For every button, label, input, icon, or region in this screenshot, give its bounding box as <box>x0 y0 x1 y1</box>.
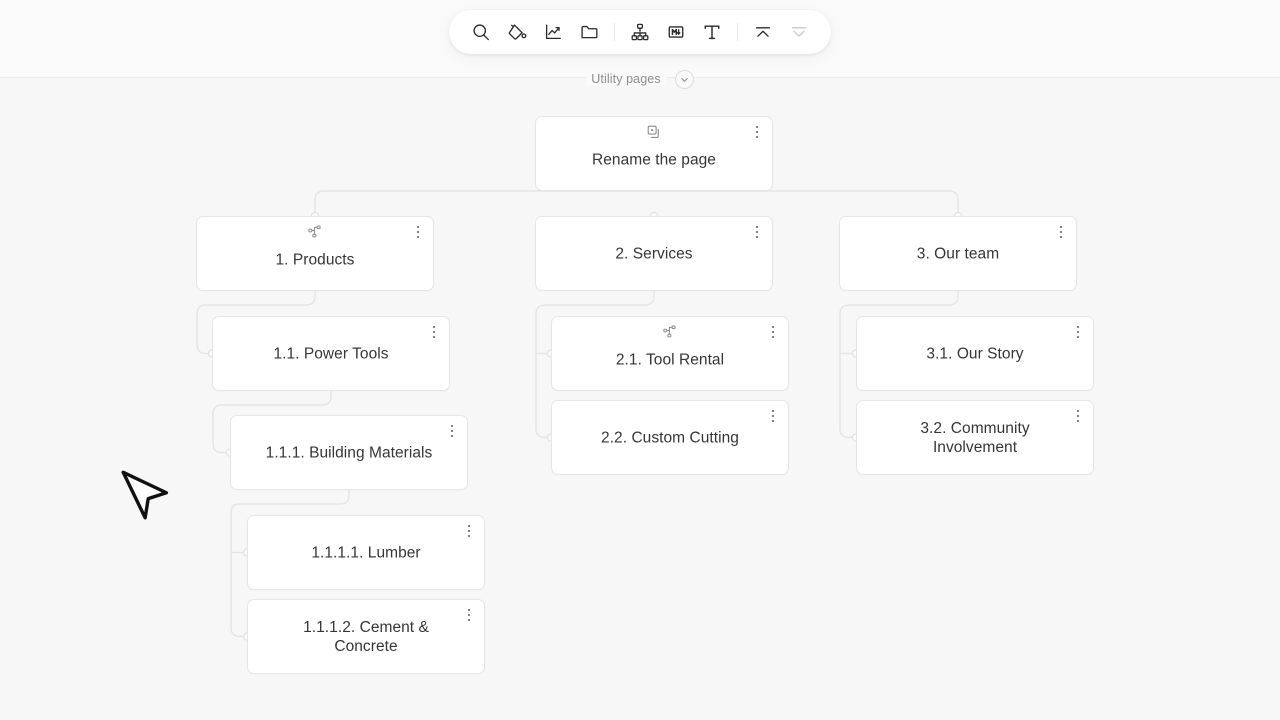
node-menu-icon[interactable] <box>764 406 782 426</box>
search-icon[interactable] <box>463 14 499 50</box>
folder-icon[interactable] <box>571 14 607 50</box>
sitemap-node[interactable]: 1.1. Power Tools <box>212 316 450 391</box>
connector-line <box>196 290 316 355</box>
connector-line <box>535 290 655 439</box>
toolbar-separator <box>737 23 738 41</box>
sitemap-node[interactable]: 3. Our team <box>839 216 1077 291</box>
node-title: 2.2. Custom Cutting <box>601 429 739 446</box>
sitemap-node[interactable]: Rename the page <box>535 116 773 191</box>
node-menu-icon[interactable] <box>409 222 427 242</box>
text-icon[interactable] <box>694 14 730 50</box>
sitemap-node[interactable]: 2. Services <box>535 216 773 291</box>
sitemap-node[interactable]: 3.2. Community Involvement <box>856 400 1094 475</box>
connector-line <box>212 390 332 454</box>
expand-all-icon[interactable] <box>781 14 817 50</box>
sitemap-canvas[interactable]: Rename the page 1. Products 2. Services 3.… <box>0 78 1280 720</box>
markdown-icon[interactable] <box>658 14 694 50</box>
utility-pages-row: Utility pages <box>0 64 1280 94</box>
branch-icon <box>308 225 322 239</box>
sitemap-node[interactable]: 1.1.1.1. Lumber <box>247 515 485 590</box>
node-menu-icon[interactable] <box>1052 222 1070 242</box>
duplicate-icon <box>647 125 661 139</box>
chevron-down-icon[interactable] <box>674 69 694 89</box>
node-menu-icon[interactable] <box>748 222 766 242</box>
node-title: 2. Services <box>615 245 693 262</box>
utility-pages-label: Utility pages <box>586 72 666 86</box>
node-title: 1.1. Power Tools <box>273 345 389 362</box>
branch-icon <box>663 325 677 339</box>
node-title: 3.1. Our Story <box>926 345 1024 362</box>
sitemap-icon[interactable] <box>622 14 658 50</box>
collapse-all-icon[interactable] <box>745 14 781 50</box>
node-title: Rename the page <box>592 151 716 168</box>
node-title: 1.1.1. Building Materials <box>265 444 433 461</box>
node-title: 2.1. Tool Rental <box>615 351 725 368</box>
floating-toolbar <box>449 10 831 54</box>
node-title: 1.1.1.2. Cement & Concrete <box>303 618 429 655</box>
node-title: 1.1.1.1. Lumber <box>311 544 421 561</box>
connector-line <box>839 290 959 439</box>
node-menu-icon[interactable] <box>425 322 443 342</box>
node-menu-icon[interactable] <box>764 322 782 342</box>
analytics-icon[interactable] <box>535 14 571 50</box>
connector-line <box>314 190 959 217</box>
node-menu-icon[interactable] <box>443 421 461 441</box>
sitemap-node[interactable]: 1. Products <box>196 216 434 291</box>
node-menu-icon[interactable] <box>1069 406 1087 426</box>
toolbar-separator <box>614 23 615 41</box>
sitemap-node[interactable]: 1.1.1. Building Materials <box>230 415 468 490</box>
node-title: 3.2. Community Involvement <box>920 419 1030 456</box>
sitemap-node[interactable]: 1.1.1.2. Cement & Concrete <box>247 599 485 674</box>
connector-line <box>230 489 350 638</box>
node-menu-icon[interactable] <box>460 605 478 625</box>
sitemap-node[interactable]: 2.2. Custom Cutting <box>551 400 789 475</box>
node-menu-icon[interactable] <box>460 521 478 541</box>
sitemap-node[interactable]: 2.1. Tool Rental <box>551 316 789 391</box>
node-title: 3. Our team <box>916 245 1000 262</box>
sitemap-node[interactable]: 3.1. Our Story <box>856 316 1094 391</box>
node-title: 1. Products <box>275 251 355 268</box>
node-menu-icon[interactable] <box>748 122 766 142</box>
paint-bucket-icon[interactable] <box>499 14 535 50</box>
node-menu-icon[interactable] <box>1069 322 1087 342</box>
